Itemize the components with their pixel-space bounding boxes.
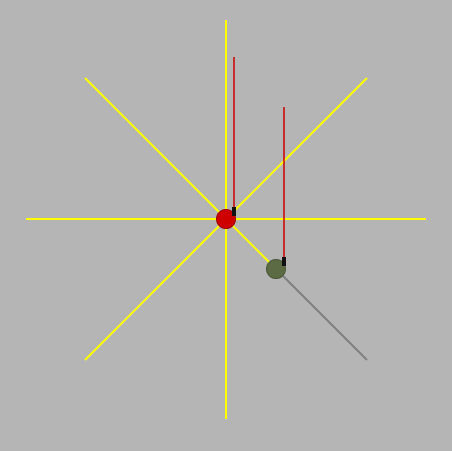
spoke-down-right-active (275, 268, 368, 361)
spoke-down-right-inner (225, 218, 277, 270)
secondary-indicator-cap (282, 257, 286, 266)
direction-spokes (26, 20, 426, 419)
spoke-up-right (225, 77, 368, 220)
spoke-down-left (84, 218, 227, 361)
center-node-group[interactable] (216, 57, 237, 229)
spoke-up-left (84, 77, 227, 220)
green-joystick-knob-icon[interactable] (266, 259, 286, 279)
red-joystick-knob-icon[interactable] (216, 209, 236, 229)
center-indicator-cap (232, 207, 236, 216)
secondary-node-group[interactable] (266, 107, 287, 279)
